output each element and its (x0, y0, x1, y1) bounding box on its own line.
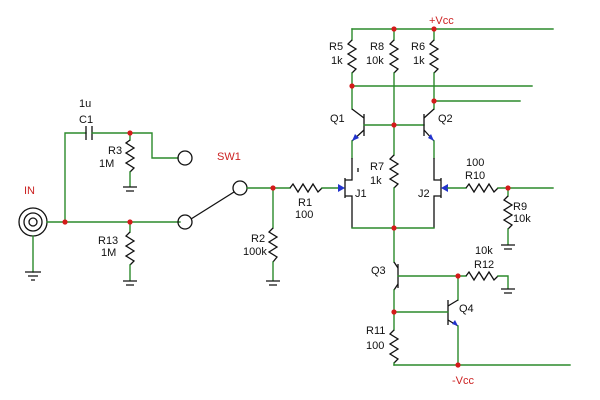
wire-input-vertical (64, 132, 87, 223)
r13-ref: R13 (98, 235, 118, 247)
c1-ref: C1 (79, 114, 93, 126)
junction-dots (62, 26, 511, 368)
r12-value: 10k (475, 245, 493, 257)
r11-value: 100 (366, 340, 384, 352)
transistor-q3 (393, 261, 467, 331)
transistor-q1 (351, 108, 425, 159)
r3-ref: R3 (108, 145, 122, 157)
jfet-j2 (433, 158, 467, 228)
resistor-r8 (388, 28, 400, 156)
j2-label: J2 (418, 188, 430, 200)
resistor-r12 (465, 270, 515, 294)
r6-ref: R6 (411, 41, 425, 53)
r6-value: 1k (413, 55, 425, 67)
r2-ref: R2 (251, 233, 265, 245)
r13-value: 1M (101, 247, 116, 259)
r5-ref: R5 (329, 41, 343, 53)
resistor-r5 (346, 28, 358, 110)
r8-ref: R8 (370, 41, 384, 53)
r11-ref: R11 (366, 325, 385, 337)
r1-value: 100 (295, 209, 313, 221)
capacitor-c1 (85, 126, 179, 159)
q2-label: Q2 (438, 113, 453, 125)
r9-ref: R9 (513, 201, 527, 213)
q4-label: Q4 (459, 303, 474, 315)
input-connector (18, 207, 48, 281)
resistor-r1 (289, 182, 345, 194)
r8-value: 10k (366, 55, 384, 67)
transistor-q2 (423, 108, 435, 159)
resistor-r11 (388, 329, 400, 366)
c1-value: 1u (79, 98, 91, 110)
r3-value: 1M (99, 158, 114, 170)
resistor-r13 (123, 221, 137, 286)
r10-value: 100 (466, 157, 484, 169)
r5-value: 1k (331, 55, 343, 67)
r10-ref: R10 (465, 170, 485, 182)
q1-label: Q1 (330, 113, 345, 125)
resistor-r6 (428, 28, 440, 110)
r2-value: 100k (243, 246, 267, 258)
j1-label: J1 (355, 188, 367, 200)
input-label: IN (24, 185, 35, 197)
resistor-r7 (388, 154, 400, 229)
vcc-negative-label: -Vcc (452, 375, 475, 387)
r9-value: 10k (513, 213, 531, 225)
r1-ref: R1 (298, 197, 312, 209)
transistor-q4 (393, 275, 459, 366)
resistor-r3 (123, 132, 137, 192)
resistor-r2 (266, 187, 280, 286)
r7-ref: R7 (370, 161, 384, 173)
r12-ref: R12 (474, 259, 494, 271)
jfet-j1 (344, 158, 359, 228)
q3-label: Q3 (371, 265, 386, 277)
sw1-label: SW1 (217, 151, 241, 163)
vcc-positive-label: +Vcc (429, 15, 454, 27)
r7-value: 1k (370, 175, 382, 187)
